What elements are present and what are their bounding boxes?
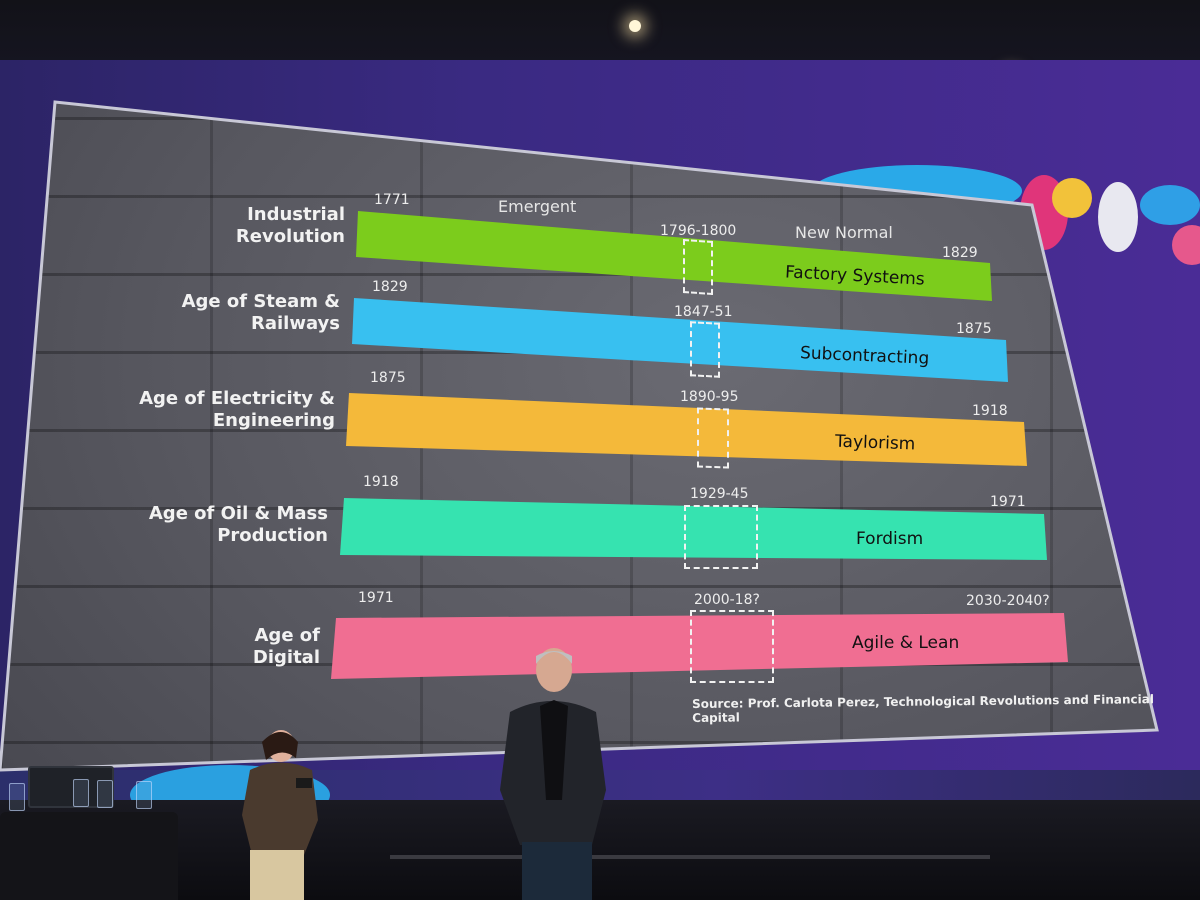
start-year: 1918 (363, 474, 399, 490)
stage-floor (0, 800, 1200, 900)
stage-rail (390, 855, 990, 859)
turning-point-year: 2000-18? (694, 592, 760, 608)
turning-point-year: 1929-45 (690, 486, 749, 502)
start-year: 1771 (374, 192, 410, 208)
water-glass (136, 781, 152, 809)
phase-label-new-normal: New Normal (795, 223, 893, 242)
start-year: 1829 (372, 279, 408, 295)
turning-point-year: 1796-1800 (660, 223, 737, 239)
water-glass (73, 779, 89, 807)
row-label-line1: Industrial (247, 204, 345, 225)
row-label-digital: Age of Digital (210, 625, 320, 669)
turning-point-box (684, 505, 758, 569)
row-label-line1: Age of Electricity & (139, 388, 335, 409)
row-label-line2: Engineering (212, 410, 335, 431)
bar-shape (331, 613, 1068, 679)
row-label-line2: Production (217, 525, 328, 546)
end-year: 1875 (956, 321, 992, 337)
stage-table (0, 812, 178, 900)
end-year: 2030-2040? (966, 593, 1050, 609)
water-glass (97, 780, 113, 808)
row-label-line2: Revolution (235, 226, 345, 247)
turning-point-year: 1847-51 (674, 304, 733, 320)
bar-shape (340, 498, 1047, 560)
start-year: 1875 (370, 370, 406, 386)
row-label-line2: Railways (250, 313, 340, 334)
ceiling-spotlight-left (629, 20, 641, 32)
row-label-line1: Age of Oil & Mass (148, 503, 328, 524)
row-label-steam-railways: Age of Steam & Railways (160, 291, 340, 335)
turning-point-box (690, 610, 774, 683)
bar-label: Fordism (856, 529, 924, 549)
phase-label-emergent: Emergent (498, 197, 577, 216)
end-year: 1971 (990, 494, 1026, 510)
bar-shape (352, 298, 1008, 382)
bar-label: Agile & Lean (852, 633, 960, 653)
row-label-line1: Age of Steam & (181, 291, 340, 312)
water-glass (9, 783, 25, 811)
bar-shape (356, 211, 992, 301)
row-label-oil-mass-production: Age of Oil & Mass Production (120, 503, 328, 547)
backdrop-blob-pink-lower (1172, 225, 1200, 265)
turning-point-year: 1890-95 (680, 389, 739, 405)
laptop (28, 766, 114, 808)
row-label-line2: Digital (252, 647, 320, 668)
end-year: 1829 (942, 245, 978, 261)
row-label-industrial-revolution: Industrial Revolution (200, 204, 345, 248)
start-year: 1971 (358, 590, 394, 606)
bar-shape (346, 393, 1027, 466)
row-label-electricity-engineering: Age of Electricity & Engineering (110, 388, 335, 432)
end-year: 1918 (972, 403, 1008, 419)
row-label-line1: Age of (254, 625, 321, 646)
